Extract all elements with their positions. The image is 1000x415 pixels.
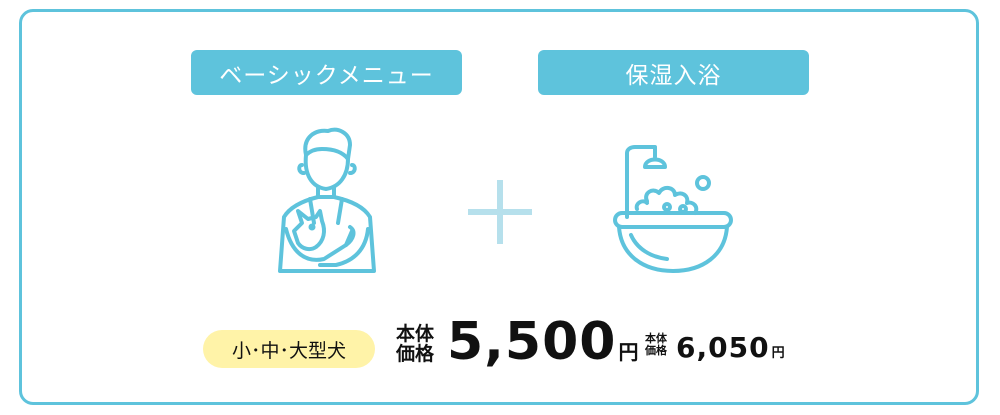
tax-price-unit: 円 (771, 346, 785, 361)
tax-price-label-line1: 本体 (645, 332, 667, 345)
basic-menu-label: ベーシックメニュー (191, 50, 462, 95)
base-price: 5,500 円 (447, 312, 638, 372)
card-frame (19, 9, 979, 405)
plus-icon (468, 180, 532, 244)
base-price-label: 本体 価格 (390, 323, 440, 365)
tax-price: 6,050 円 (676, 331, 785, 364)
moisturizing-bath-label: 保湿入浴 (538, 50, 809, 95)
dog-size-badge: 小･中･大型犬 (203, 330, 375, 368)
base-price-label-line2: 価格 (395, 342, 434, 365)
tax-price-label: 本体 価格 (640, 333, 672, 356)
tax-price-label-line2: 価格 (645, 343, 667, 357)
base-price-unit: 円 (618, 340, 639, 364)
base-price-label-line1: 本体 (395, 323, 434, 345)
bathtub-shower-icon (613, 145, 733, 273)
tax-price-value: 6,050 (676, 331, 770, 364)
groomer-holding-dog-icon (278, 127, 376, 273)
base-price-value: 5,500 (447, 312, 617, 372)
